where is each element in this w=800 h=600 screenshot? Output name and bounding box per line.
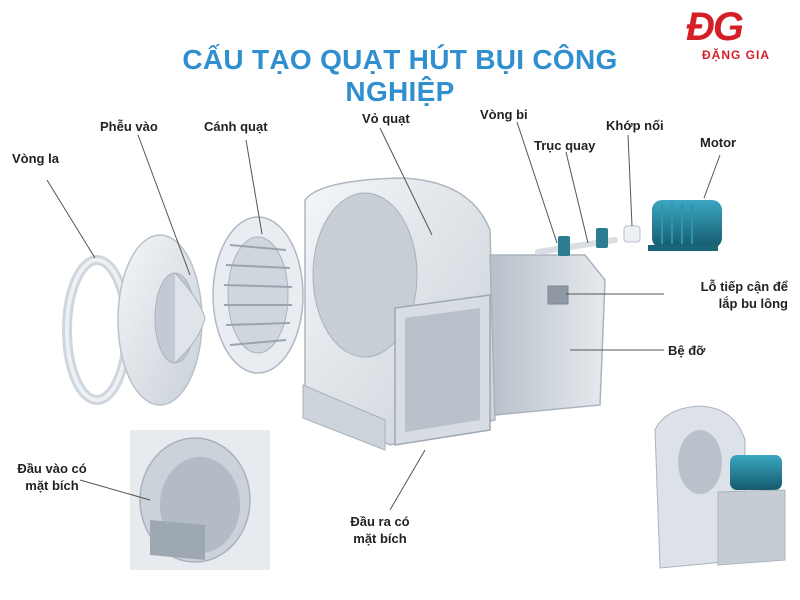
label-dau-ra: Đầu ra có mặt bích [330, 513, 430, 547]
label-vong-bi: Vòng bi [480, 107, 528, 122]
label-vo-quat: Vỏ quạt [362, 111, 410, 126]
label-dau-vao: Đầu vào có mặt bích [4, 460, 100, 494]
brand-logo-mark: ĐG [686, 5, 744, 49]
label-canh-quat: Cánh quạt [204, 119, 268, 134]
pheu-vao-funnel [117, 234, 206, 406]
page-title: CẤU TẠO QUẠT HÚT BỤI CÔNG NGHIỆP [182, 44, 618, 107]
label-vong-la: Vòng la [12, 151, 59, 166]
brand-logo: ĐG ĐẶNG GIA [678, 4, 794, 68]
label-dau-ra-line1: Đầu ra có [350, 514, 410, 529]
leader-lines [46, 121, 721, 511]
label-lo-tiep-can-line2: lắp bu lông [718, 296, 788, 311]
assembled-fan-inset [654, 405, 786, 569]
label-dau-vao-line2: mặt bích [25, 478, 79, 493]
truc-quay-shaft [535, 228, 618, 256]
be-do-base [489, 254, 606, 416]
label-motor: Motor [700, 135, 737, 150]
label-khop-noi: Khớp nối [606, 118, 664, 133]
khop-noi-coupling [623, 225, 641, 243]
label-dau-vao-line1: Đầu vào có [17, 461, 87, 476]
vo-quat-housing [302, 177, 496, 451]
label-truc-quay: Trục quay [534, 138, 596, 153]
inlet-detail-inset [130, 430, 270, 570]
label-lo-tiep-can-line1: Lỗ tiếp cận để [700, 279, 788, 294]
canh-quat-impeller [212, 216, 304, 374]
brand-logo-name: ĐẶNG GIA [702, 48, 770, 62]
label-pheu-vao: Phễu vào [100, 119, 158, 134]
label-dau-ra-line2: mặt bích [353, 531, 407, 546]
label-be-do: Bệ đỡ [668, 343, 706, 358]
label-lo-tiep-can: Lỗ tiếp cận để lắp bu lông [660, 278, 788, 312]
motor-unit [648, 200, 722, 251]
